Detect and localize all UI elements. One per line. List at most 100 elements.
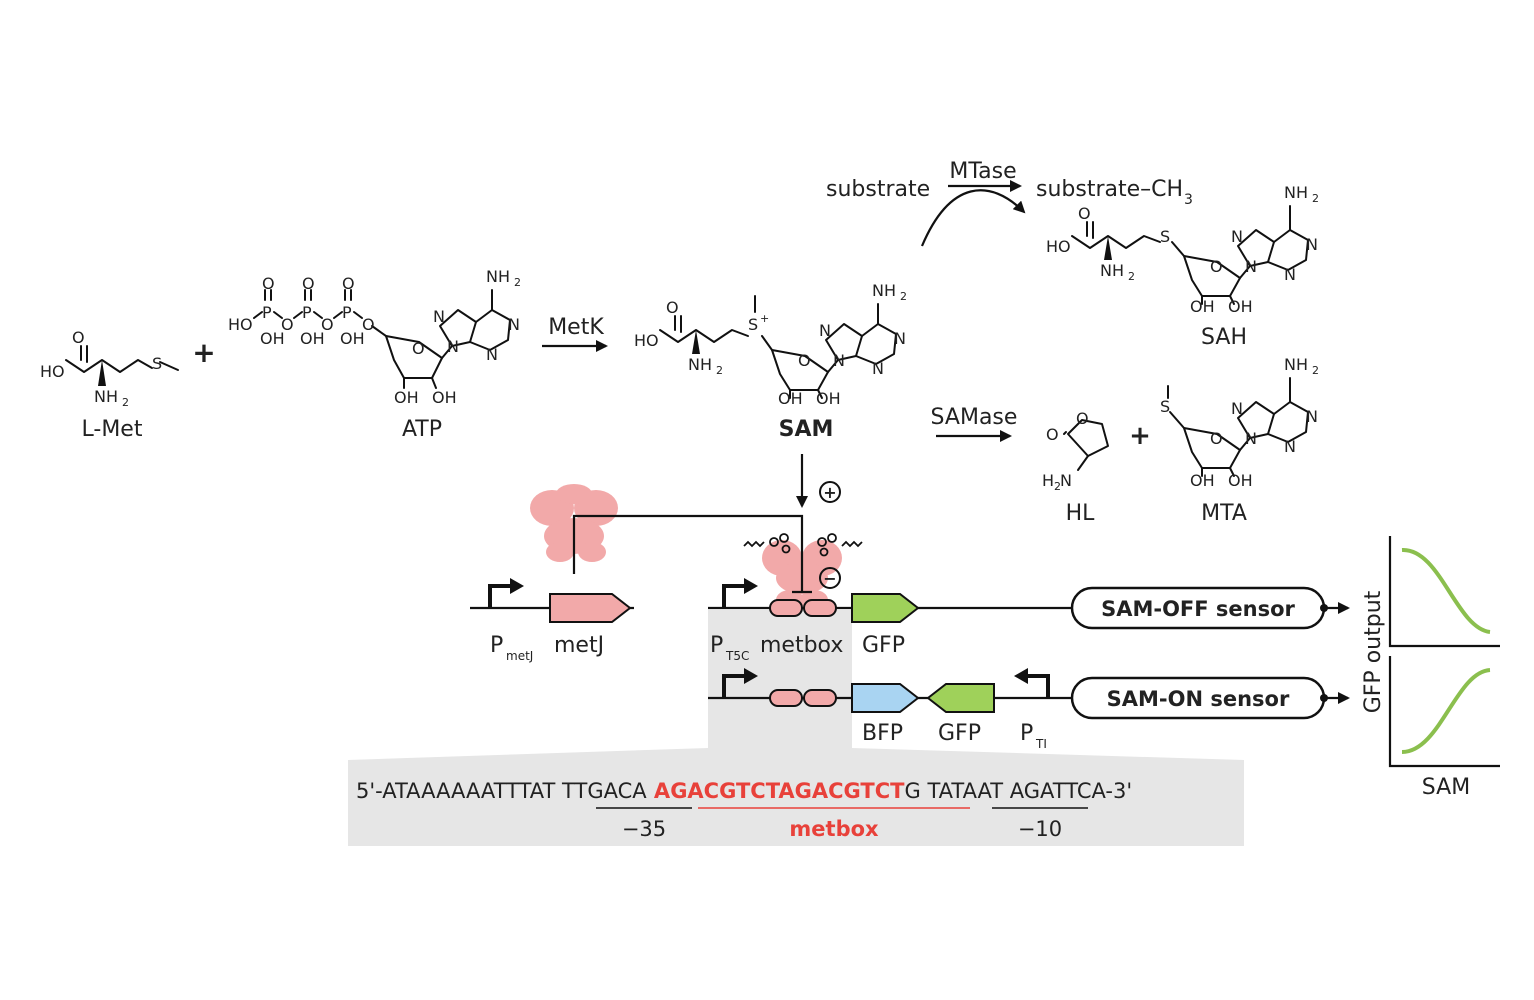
atp-p3: P <box>342 303 352 322</box>
sequence-highlight-box <box>348 610 1244 846</box>
sah-structure: O HO NH 2 S O OH OH N N N N NH 2 <box>1046 183 1319 316</box>
sam-on-sensor-label: SAM-ON sensor <box>1107 687 1290 711</box>
mta-structure: S O OH OH N N N N NH 2 <box>1160 355 1319 490</box>
promoter-sequence: 5'-ATAAAAAATTTAT TTGACA AGACGTCTAGACGTCT… <box>356 779 1132 803</box>
sam-nh2-ad-sub: 2 <box>900 290 907 303</box>
seq-prefix: 5'-ATAAAAAATTTAT <box>356 779 562 803</box>
samase-label: SAMase <box>931 405 1018 430</box>
mta-n7: N <box>1231 399 1243 418</box>
sam-label: SAM <box>779 417 834 442</box>
hl-o2: O <box>1076 409 1089 428</box>
gfp-gene-icon <box>851 593 920 623</box>
atp-n1: N <box>508 315 520 334</box>
sah-ho: HO <box>1046 237 1071 256</box>
atp-n3: N <box>486 345 498 364</box>
pmetj-promoter-icon <box>488 584 512 608</box>
label-metbox: metbox <box>789 817 879 841</box>
atp-oh1: OH <box>260 329 285 348</box>
atp-ho: HO <box>228 315 253 334</box>
sah-o: O <box>1078 204 1091 223</box>
l-met-structure: O HO NH 2 S <box>40 328 179 409</box>
atp-oh5: OH <box>432 388 457 407</box>
atp-oh3: OH <box>340 329 365 348</box>
hl-h2n-sub: 2 <box>1054 480 1061 493</box>
pti-arrowhead-icon <box>1014 668 1028 684</box>
pti-promoter-icon <box>1026 674 1050 698</box>
sam-ligand-left-icon <box>743 533 791 554</box>
plus-sign-1: + <box>192 336 215 369</box>
pt5c-label: P <box>710 633 723 658</box>
atp-o3: O <box>342 274 355 293</box>
top-plot-axes <box>1388 536 1500 648</box>
atom-subscript: 2 <box>122 396 129 409</box>
sam-ring-o: O <box>798 351 811 370</box>
on-metbox-site-2 <box>803 689 837 707</box>
pt5c-promoter-icon <box>722 584 746 608</box>
sah-oh1: OH <box>1190 297 1215 316</box>
metj-label: metJ <box>554 633 604 658</box>
bottom-plot-axes <box>1388 656 1500 768</box>
mta-nh2: NH <box>1284 355 1308 374</box>
sam-structure: O HO NH 2 S + O OH OH N N N N NH 2 <box>634 281 907 408</box>
metbox-site-2 <box>803 599 837 617</box>
mta-label: MTA <box>1201 501 1247 526</box>
label-minus10: −10 <box>1018 817 1062 841</box>
sah-n1: N <box>1306 235 1318 254</box>
sam-n9: N <box>833 351 845 370</box>
gfp2-label: GFP <box>938 721 981 746</box>
plot-ylabel: GFP output <box>1361 590 1386 713</box>
sah-label: SAH <box>1201 325 1247 350</box>
sah-nh2-ad: NH <box>1284 183 1308 202</box>
seq-box10: TATAAT <box>926 779 1003 803</box>
atp-o4: O <box>281 315 294 334</box>
atp-structure: HO P P P O O O O O O OH OH OH O OH OH N … <box>228 267 521 407</box>
atp-oh2: OH <box>300 329 325 348</box>
mtase-label: MTase <box>949 159 1016 184</box>
hl-label: HL <box>1066 501 1096 526</box>
plus-circle-text: + <box>823 483 836 502</box>
plus-circle-icon <box>819 481 841 503</box>
atp-ring-o: O <box>412 339 425 358</box>
metj-repression-line <box>572 514 804 592</box>
mta-nh2-sub: 2 <box>1312 364 1319 377</box>
seq-suffix: AGATTCA-3' <box>1003 779 1132 803</box>
sah-s: S <box>1160 227 1170 246</box>
hl-structure: O O H 2 N <box>1042 409 1109 493</box>
atom-s: S <box>152 354 162 373</box>
mtase-curved-arrow <box>920 189 1026 247</box>
sam-n7: N <box>819 321 831 340</box>
atp-n9: N <box>447 337 459 356</box>
pt5c-arrowhead-icon <box>744 578 758 594</box>
pmetj-subscript: metJ <box>506 649 533 663</box>
l-met-label: L-Met <box>82 417 143 442</box>
atom-o: O <box>72 328 85 347</box>
on-response-curve <box>1401 668 1491 754</box>
atp-oh4: OH <box>394 388 419 407</box>
on-promoter-arrowhead-icon <box>744 668 758 684</box>
seq-mid: G <box>904 779 927 803</box>
atp-p2: P <box>302 303 312 322</box>
sam-ligand-right-icon <box>817 533 863 557</box>
atp-o6: O <box>362 315 375 334</box>
sam-oh1: OH <box>778 389 803 408</box>
sah-nh2-sub: 2 <box>1128 270 1135 283</box>
sah-n9: N <box>1245 257 1257 276</box>
metj-gene-icon <box>549 593 632 623</box>
plus-sign-2: + <box>1129 421 1151 451</box>
mta-oh1: OH <box>1190 471 1215 490</box>
sam-n3: N <box>872 359 884 378</box>
pti-label: P <box>1020 721 1033 746</box>
pmetj-label: P <box>490 633 503 658</box>
sam-nh2-ad: NH <box>872 281 896 300</box>
atp-nh2-sub: 2 <box>514 276 521 289</box>
on-promoter-icon <box>722 674 746 698</box>
atp-nh2: NH <box>486 267 510 286</box>
label-minus35: −35 <box>622 817 666 841</box>
atp-n7: N <box>433 307 445 326</box>
off-response-curve <box>1401 547 1491 634</box>
pti-subscript: TI <box>1035 737 1047 751</box>
sam-splus: S <box>748 315 758 334</box>
metbox-site-1 <box>769 599 803 617</box>
sam-plus-charge: + <box>760 312 769 325</box>
